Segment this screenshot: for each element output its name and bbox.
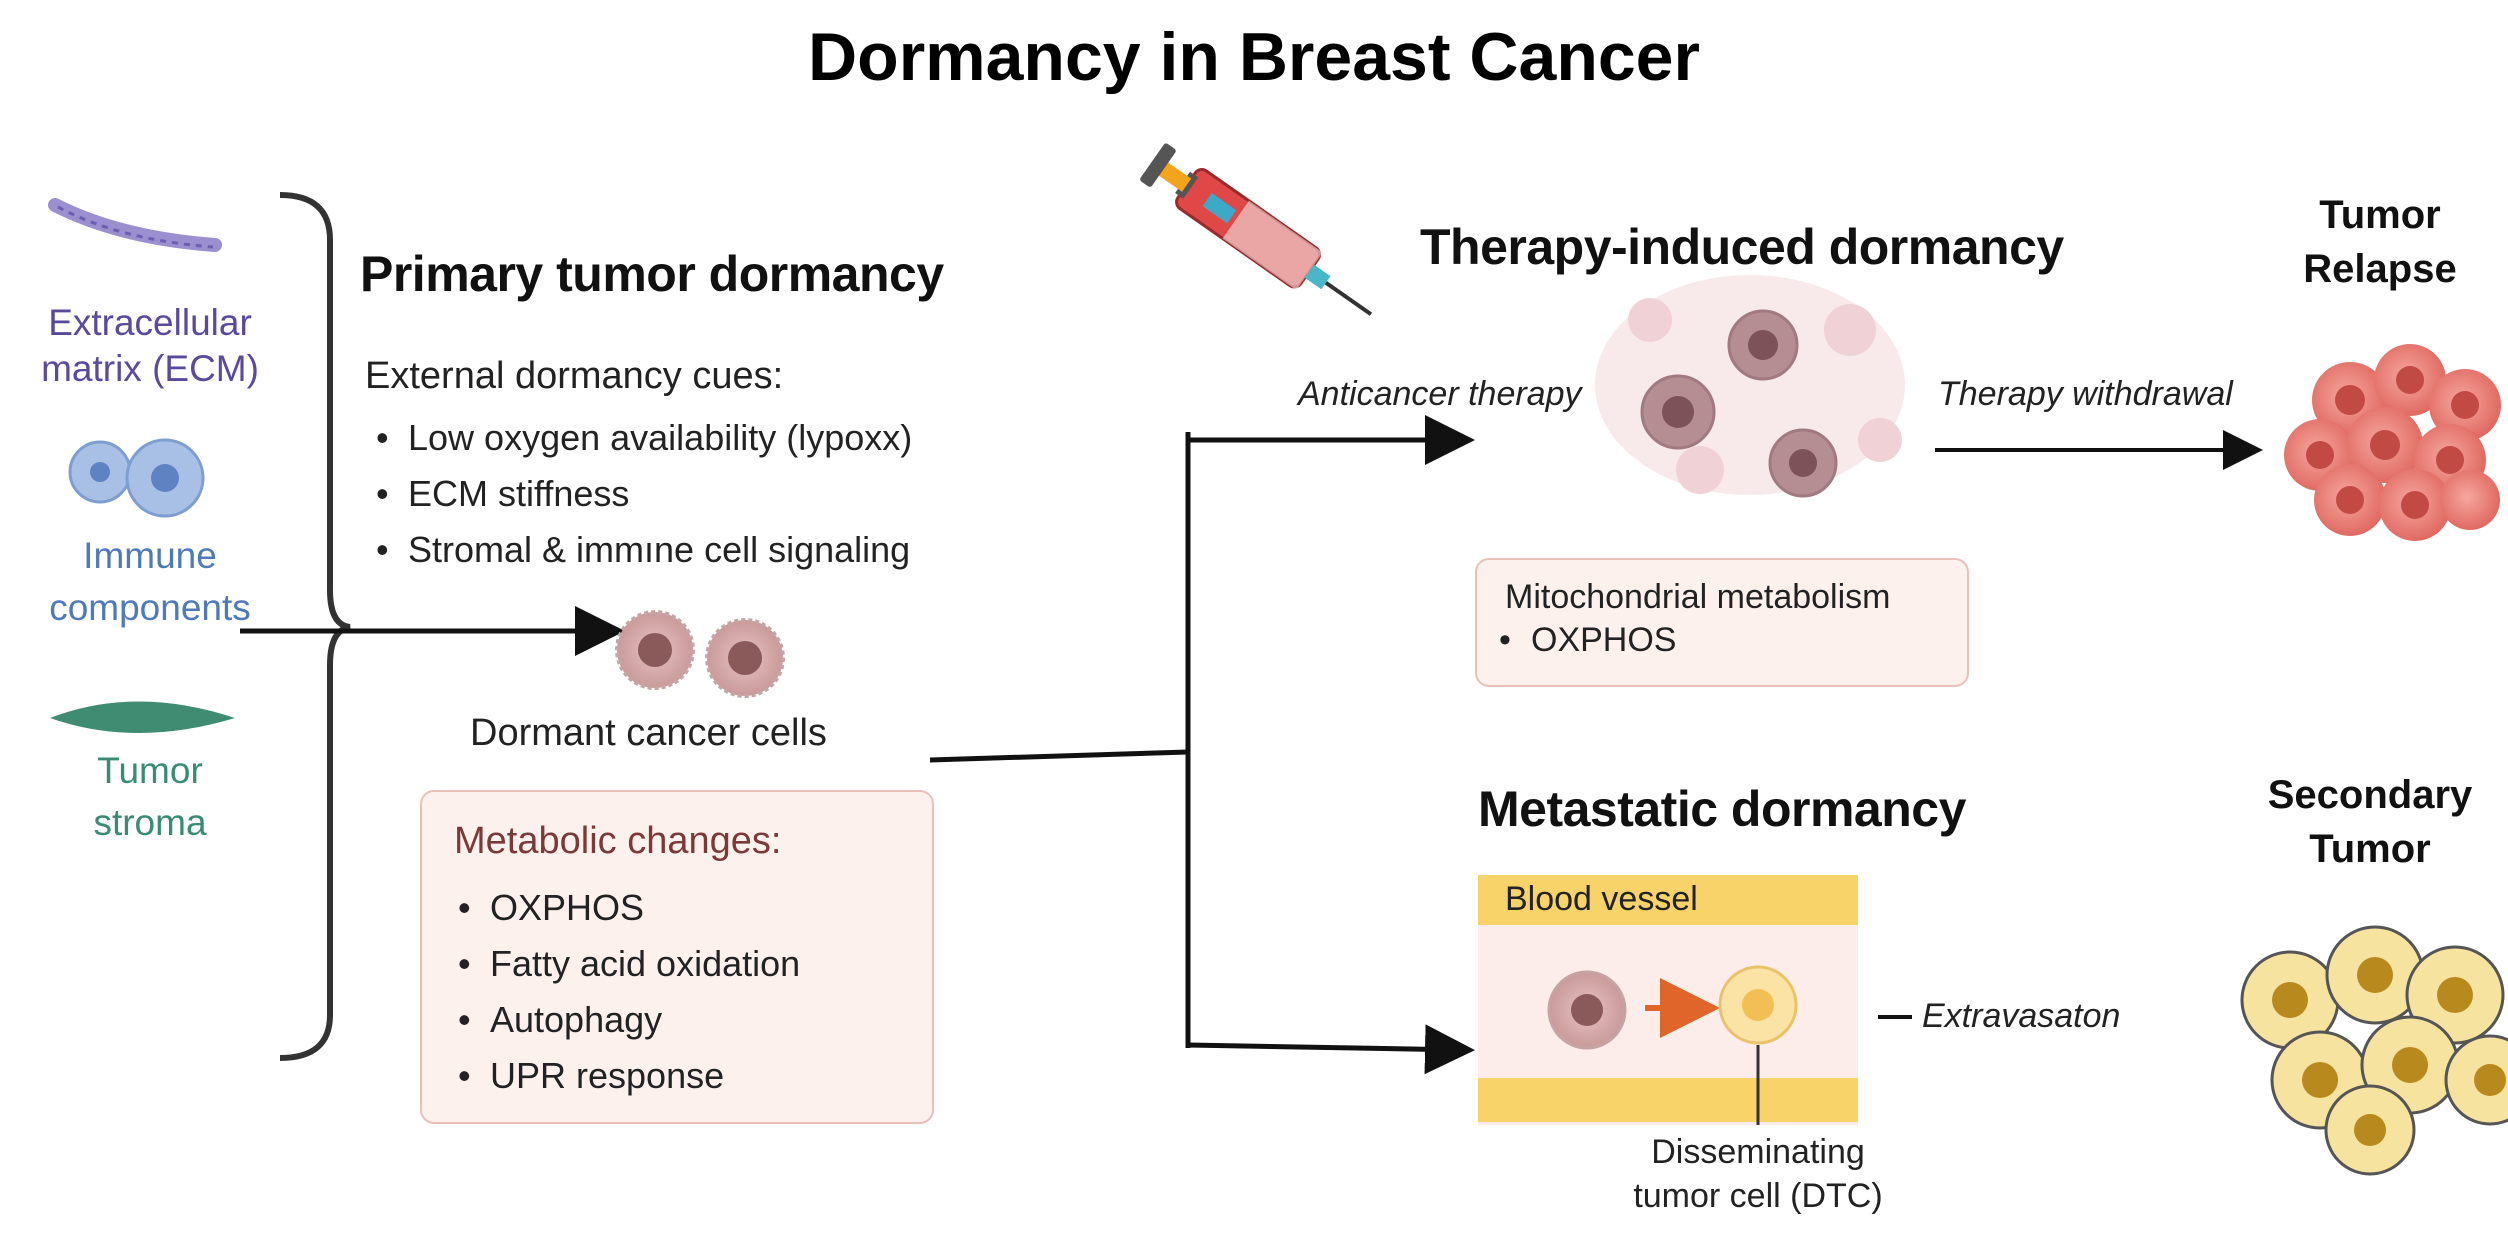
stroma-label: Tumor stroma: [93, 750, 207, 843]
relapse-tumor-icon: [2284, 344, 2501, 541]
mito-list: OXPHOS: [1491, 616, 1676, 664]
list-item: ECM stiffness: [368, 466, 912, 522]
mito-title: Mitochondrial metabolism: [1505, 578, 1891, 616]
relapse-label: Tumor Relapse: [2303, 193, 2457, 291]
metabolic-box: Metabolic changes: OXPHOS Fatty acid oxi…: [420, 790, 934, 1124]
list-item: OXPHOS: [1491, 616, 1676, 664]
metastatic-heading: Metastatic dormancy: [1478, 781, 1966, 837]
list-item: Low oxygen availability (lypoxx): [368, 410, 912, 466]
stroma-icon: [50, 701, 235, 733]
branch-connector: [929, 415, 1475, 1075]
secondary-tumor-icon: [2240, 925, 2508, 1176]
list-item: UPR response: [450, 1048, 800, 1104]
blood-vessel-label: Blood vessel: [1505, 880, 1698, 918]
withdrawal-label: Therapy withdrawal: [1938, 375, 2233, 413]
list-item: Fatty acid oxidation: [450, 936, 800, 992]
list-item: Autophagy: [450, 992, 800, 1048]
cues-title: External dormancy cues:: [365, 355, 784, 397]
blood-vessel-panel: [1478, 875, 1858, 1125]
dormant-cells-icon: [615, 610, 785, 698]
metabolic-list: OXPHOS Fatty acid oxidation Autophagy UP…: [450, 880, 800, 1104]
immune-cells-icon: [68, 438, 205, 518]
secondary-label: Secondary Tumor: [2267, 773, 2473, 871]
anticancer-label: Anticancer therapy: [1298, 375, 1582, 413]
dtc-label: Disseminating tumor cell (DTC): [1633, 1133, 1883, 1215]
mito-box: Mitochondrial metabolism OXPHOS: [1475, 558, 1969, 687]
list-item: OXPHOS: [450, 880, 800, 936]
list-item: Stromal & immıne cell signaling: [368, 522, 912, 578]
immune-label: Immune components: [49, 535, 251, 628]
therapy-dormant-cells-icon: [1595, 275, 1905, 498]
therapy-heading: Therapy-induced dormancy: [1420, 219, 2064, 275]
ecm-label: Extracellular matrix (ECM): [41, 302, 259, 389]
metabolic-title: Metabolic changes:: [454, 820, 782, 862]
syringe-icon: [1140, 143, 1373, 316]
ecm-fiber-icon: [48, 198, 222, 252]
extravasation-label: Extravasaton: [1922, 997, 2121, 1035]
dormant-cells-label: Dormant cancer cells: [470, 712, 827, 754]
diagram-title: Dormancy in Breast Cancer: [808, 19, 1700, 95]
primary-heading: Primary tumor dormancy: [360, 246, 944, 302]
cues-list: Low oxygen availability (lypoxx) ECM sti…: [368, 410, 912, 578]
factors-bracket: [279, 192, 351, 1061]
